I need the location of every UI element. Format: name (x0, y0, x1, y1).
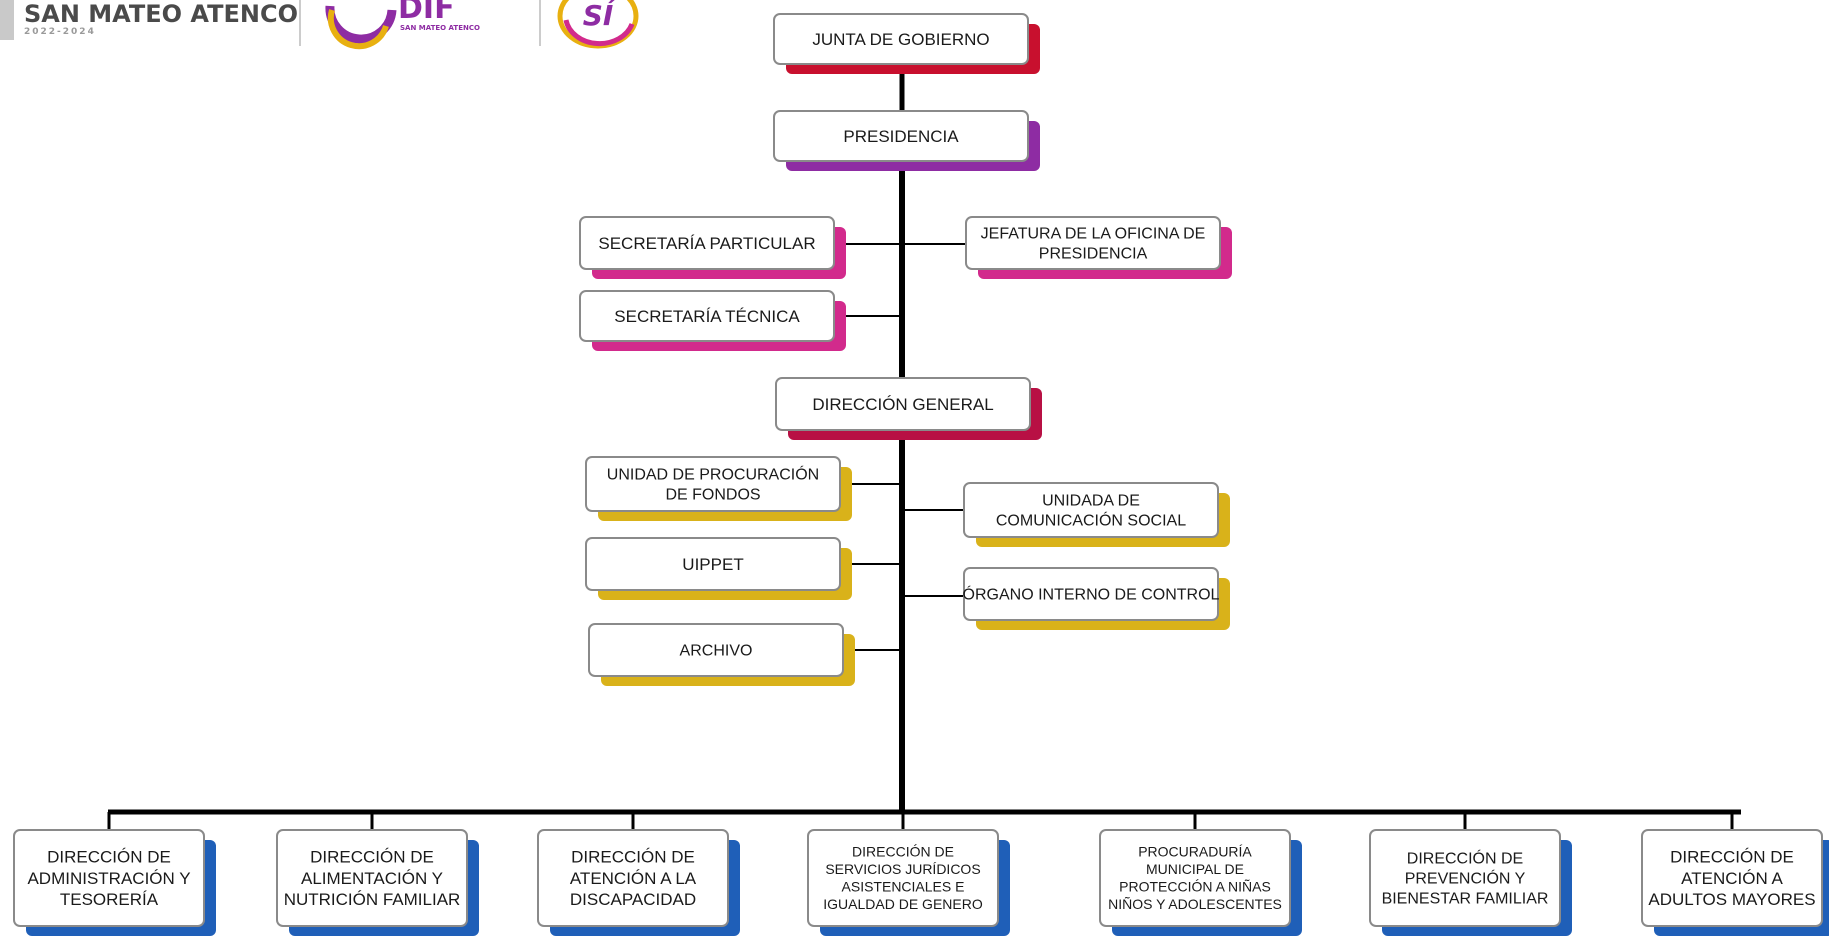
node-label-line: ARCHIVO (680, 643, 753, 660)
node-box (537, 829, 729, 927)
si-text: SÍ (583, 0, 616, 32)
node-presidencia: PRESIDENCIA (773, 110, 1040, 171)
node-label-line: TESORERÍA (60, 890, 159, 909)
node-box (588, 623, 844, 677)
node-label-line: ADULTOS MAYORES (1648, 890, 1815, 909)
node-label-line: COMUNICACIÓN SOCIAL (996, 511, 1186, 530)
node-d7: DIRECCIÓN DE ATENCIÓN A ADULTOS MAYORES (1641, 829, 1829, 936)
node-label-line: PROCURADURÍA (1138, 844, 1252, 860)
node-box (585, 456, 841, 512)
node-jefatura: JEFATURA DE LA OFICINA DE PRESIDENCIA (965, 216, 1232, 279)
node-dir-general: DIRECCIÓN GENERAL (775, 377, 1042, 440)
node-label-line: PREVENCIÓN Y (1405, 869, 1526, 888)
node-organo: ÓRGANO INTERNO DE CONTROL (963, 567, 1230, 630)
node-label-line: BIENESTAR FAMILIAR (1382, 891, 1549, 908)
node-box (965, 216, 1221, 270)
node-label-line: ATENCIÓN A LA (570, 869, 697, 888)
node-label-line: JEFATURA DE LA OFICINA DE (981, 226, 1206, 243)
municipality-name: SAN MATEO ATENCO (24, 0, 298, 28)
dif-subtitle: SAN MATEO ATENCO (400, 24, 480, 32)
node-label-line: PROTECCIÓN A NIÑAS (1119, 879, 1271, 895)
node-label-line: SECRETARÍA PARTICULAR (598, 234, 815, 253)
node-box (13, 829, 205, 927)
node-box (963, 567, 1219, 621)
node-label-line: DISCAPACIDAD (570, 890, 696, 909)
node-label-line: ALIMENTACIÓN Y (301, 869, 443, 888)
node-d1: DIRECCIÓN DE ADMINISTRACIÓN Y TESORERÍA (13, 829, 216, 936)
node-box (1369, 829, 1561, 927)
node-archivo: ARCHIVO (588, 623, 855, 686)
node-label-line: DIRECCIÓN DE (47, 848, 171, 867)
node-label-line: JUNTA DE GOBIERNO (812, 30, 989, 49)
node-box (276, 829, 468, 927)
si-logo: SÍ (557, 0, 639, 49)
node-junta: JUNTA DE GOBIERNO (773, 13, 1040, 74)
node-label-line: UNIDADA DE (1042, 493, 1140, 510)
node-sec-tecnica: SECRETARÍA TÉCNICA (579, 290, 846, 351)
node-label-line: SERVICIOS JURÍDICOS (825, 861, 980, 877)
node-box (1099, 829, 1291, 927)
connectors (107, 64, 1741, 830)
dif-name: DIF (398, 0, 455, 26)
node-box (579, 216, 835, 270)
node-label-line: DIRECCIÓN DE (1407, 849, 1523, 868)
node-label-line: UNIDAD DE PROCURACIÓN (607, 465, 819, 484)
node-box (807, 829, 999, 927)
node-label-line: PRESIDENCIA (1039, 246, 1148, 263)
municipality-logo: SAN MATEO ATENCO 2022-2024 (0, 0, 298, 40)
boxes: JUNTA DE GOBIERNO PRESIDENCIA SECRETARÍA P… (13, 13, 1829, 936)
node-box (579, 290, 835, 342)
node-box (1641, 829, 1823, 927)
node-label-line: DIRECCIÓN GENERAL (812, 395, 993, 414)
node-label-line: DIRECCIÓN DE (852, 844, 954, 860)
node-box (963, 482, 1219, 538)
node-label-line: ASISTENCIALES E (842, 879, 965, 895)
node-box (775, 377, 1031, 431)
node-d3: DIRECCIÓN DE ATENCIÓN A LA DISCAPACIDAD (537, 829, 740, 936)
node-label-line: NIÑOS Y ADOLESCENTES (1108, 896, 1282, 912)
node-box (585, 537, 841, 591)
node-d2: DIRECCIÓN DE ALIMENTACIÓN Y NUTRICIÓN FAMI… (276, 829, 479, 936)
node-label-line: DIRECCIÓN DE (310, 848, 434, 867)
node-uippet: UIPPET (585, 537, 852, 600)
node-label-line: ATENCIÓN A (1681, 869, 1783, 888)
municipality-seal-icon (0, 0, 14, 40)
node-procuracion: UNIDAD DE PROCURACIÓN DE FONDOS (585, 456, 852, 521)
node-label-line: SECRETARÍA TÉCNICA (614, 307, 800, 326)
node-label-line: MUNICIPAL DE (1146, 861, 1244, 877)
node-label-line: PRESIDENCIA (843, 127, 959, 146)
node-box (773, 13, 1029, 65)
dif-logo: DIF SAN MATEO ATENCO (325, 0, 480, 50)
municipality-years: 2022-2024 (24, 27, 96, 37)
node-label-line: ÓRGANO INTERNO DE CONTROL (963, 585, 1220, 604)
node-label-line: DE FONDOS (665, 487, 760, 504)
node-sec-particular: SECRETARÍA PARTICULAR (579, 216, 846, 279)
node-label-line: ADMINISTRACIÓN Y (27, 869, 190, 888)
node-label-line: DIRECCIÓN DE (1670, 848, 1794, 867)
node-label-line: NUTRICIÓN FAMILIAR (284, 890, 461, 909)
node-label-line: IGUALDAD DE GENERO (823, 896, 983, 912)
node-box (773, 110, 1029, 162)
node-label-line: DIRECCIÓN DE (571, 848, 695, 867)
node-label-line: UIPPET (682, 555, 743, 574)
